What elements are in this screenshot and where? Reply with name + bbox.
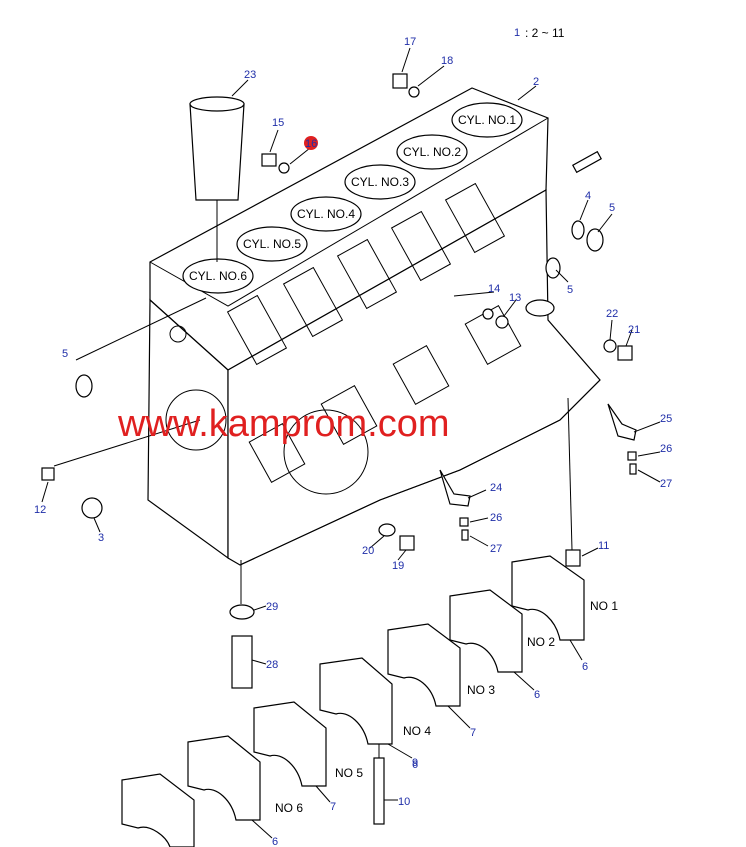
callout-22: 22: [606, 308, 618, 320]
callout-10: 10: [398, 796, 410, 808]
small-parts: [41, 73, 637, 825]
cap-label-3: NO 3: [467, 683, 495, 697]
svg-text:CYL. NO.3: CYL. NO.3: [351, 175, 409, 189]
callout-28: 28: [266, 659, 278, 671]
svg-text:CYL. NO.6: CYL. NO.6: [189, 269, 247, 283]
callout-4: 4: [585, 190, 591, 202]
callout-6d: 6: [272, 836, 278, 847]
callout-15: 15: [272, 117, 284, 129]
callout-3: 3: [98, 532, 104, 544]
cap-label-5: NO 5: [335, 766, 363, 780]
svg-text:CYL. NO.1: CYL. NO.1: [458, 113, 516, 127]
cap-label-6: NO 6: [275, 801, 303, 815]
callout-6c: 6: [412, 759, 418, 771]
callout-12: 12: [34, 504, 46, 516]
svg-text:CYL. NO.2: CYL. NO.2: [403, 145, 461, 159]
cylinder-2: CYL. NO.2: [396, 134, 468, 170]
callout-17: 17: [404, 36, 416, 48]
cap-label-1: NO 1: [590, 599, 618, 613]
cylinder-5: CYL. NO.5: [236, 226, 308, 262]
watermark: www.kamprom.com: [117, 403, 450, 445]
callout-24: 24: [490, 482, 502, 494]
callout-6a: 6: [582, 661, 588, 673]
callout-14: 14: [488, 283, 500, 295]
callout-5c: 5: [567, 284, 573, 296]
leader-lines: [41, 47, 661, 839]
cap-label-2: NO 2: [527, 635, 555, 649]
callout-2: 2: [533, 76, 539, 88]
callout-26a: 26: [660, 443, 672, 455]
index-label: 1: [514, 27, 520, 39]
svg-text:CYL. NO.4: CYL. NO.4: [297, 207, 355, 221]
callout-20: 20: [362, 545, 374, 557]
svg-text:CYL. NO.5: CYL. NO.5: [243, 237, 301, 251]
cylinder-6: CYL. NO.6: [182, 258, 254, 294]
callout-6b: 6: [534, 689, 540, 701]
callout-21: 21: [628, 324, 640, 336]
callout-13: 13: [509, 292, 521, 304]
cap-label-4: NO 4: [403, 724, 431, 738]
callout-11: 11: [598, 540, 609, 552]
callout-5a: 5: [609, 202, 615, 214]
callout-16: 16: [305, 138, 317, 150]
callout-7b: 7: [330, 801, 336, 813]
callout-9: 9: [412, 757, 418, 769]
callout-5b: 5: [62, 348, 68, 360]
bearing-caps: [121, 555, 585, 847]
callout-29: 29: [266, 601, 278, 613]
callout-23: 23: [244, 69, 256, 81]
callout-27a: 27: [660, 478, 672, 490]
callout-7a: 7: [470, 727, 476, 739]
callout-numbers: 23 17 18 2 15 16 4 5 5 5 14 13 22 21 25 …: [34, 36, 672, 847]
cylinder-liner: [189, 96, 245, 262]
callout-25: 25: [660, 413, 672, 425]
callout-19: 19: [392, 560, 404, 572]
callout-26b: 26: [490, 512, 502, 524]
cylinder-4: CYL. NO.4: [290, 196, 362, 232]
callout-18: 18: [441, 55, 453, 67]
index-range: : 2 ~ 11: [525, 26, 565, 40]
cylinder-bores: CYL. NO.1 CYL. NO.2 CYL. NO.3 CYL. NO.4 …: [182, 102, 523, 294]
cylinder-1: CYL. NO.1: [451, 102, 523, 138]
cylinder-3: CYL. NO.3: [344, 164, 416, 200]
callout-16-marker: [304, 136, 318, 150]
cap-labels: NO 1 NO 2 NO 3 NO 4 NO 5 NO 6: [275, 599, 618, 815]
callout-27b: 27: [490, 543, 502, 555]
